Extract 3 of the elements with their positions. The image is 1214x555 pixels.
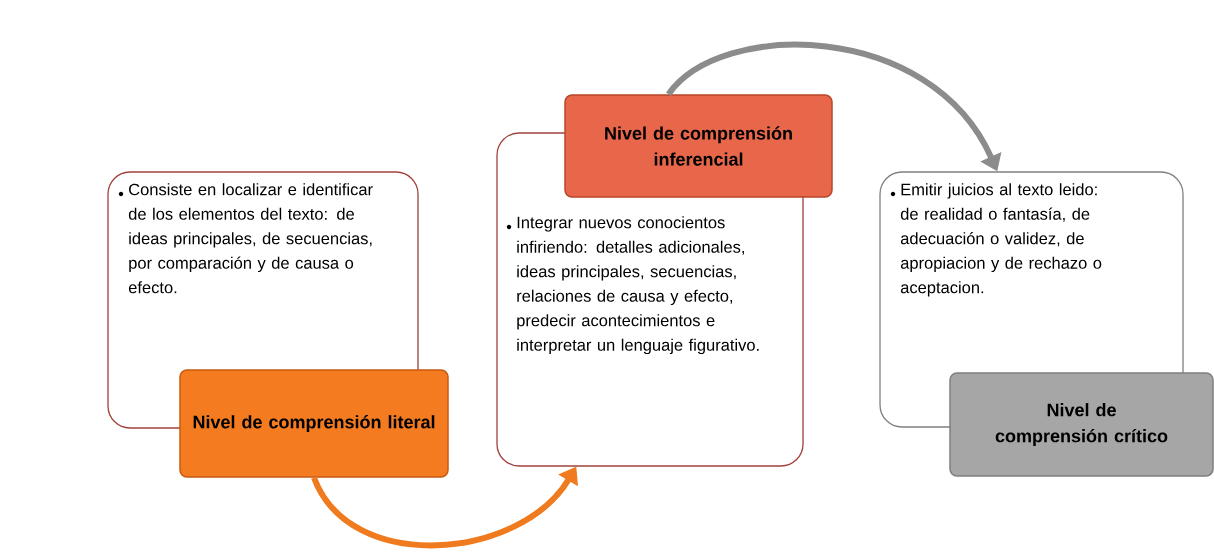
level-box: Nivel de comprensión crítico [949,372,1214,477]
level-box: Nivel de comprensión inferencial [564,94,833,198]
level-box: Nivel de comprensión literal [179,369,449,478]
